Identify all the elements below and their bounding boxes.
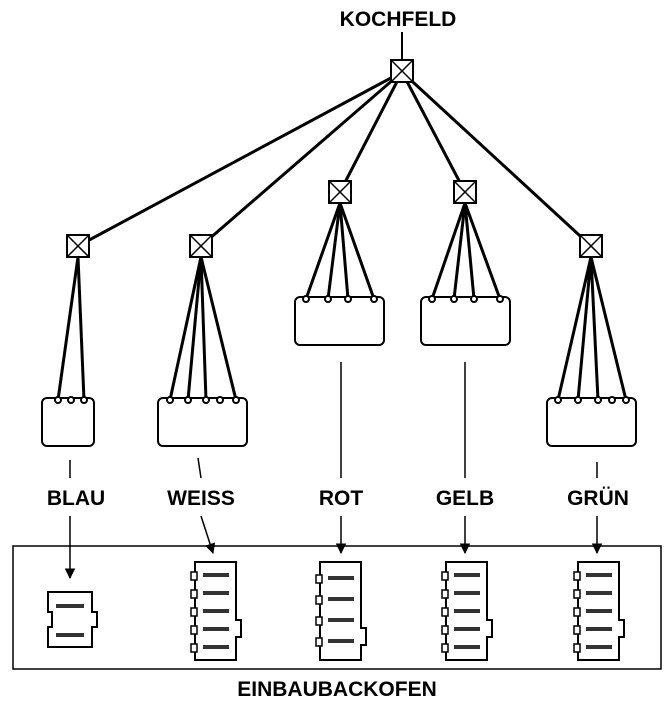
fanout-blau [56, 256, 86, 401]
label-rot: ROT [318, 487, 364, 510]
label-gruen: GRÜN [567, 487, 629, 510]
hob-label: KOCHFELD [339, 8, 457, 31]
junction-rot-icon [328, 180, 352, 204]
fanout-gruen [556, 256, 628, 401]
label-blau: BLAU [46, 487, 106, 510]
junction-gruen-icon [579, 234, 603, 258]
junction-blau-icon [66, 234, 90, 258]
plug-blau [41, 396, 95, 447]
socket-gruen [573, 561, 625, 661]
label-gelb: GELB [435, 487, 495, 510]
plug-rot [294, 295, 385, 346]
label-weiss: WEISS [167, 487, 235, 510]
fanout-weiss [168, 256, 238, 401]
plug-gruen [546, 396, 637, 447]
socket-weiss [190, 561, 242, 661]
main-feed-lines [77, 70, 593, 248]
fanout-gelb [430, 202, 502, 300]
socket-blau [47, 591, 98, 648]
plug-weiss [157, 396, 248, 447]
plug-gelb [420, 295, 511, 346]
fanout-rot [304, 202, 376, 300]
oven-label: EINBAUBACKOFEN [237, 678, 437, 701]
junction-weiss-icon [189, 234, 213, 258]
junction-top-icon [390, 59, 414, 83]
socket-rot [315, 561, 367, 661]
plug-to-label-lines [69, 362, 598, 479]
socket-gelb [441, 561, 493, 661]
label-to-socket-arrows [64, 515, 603, 580]
junction-gelb-icon [453, 180, 477, 204]
